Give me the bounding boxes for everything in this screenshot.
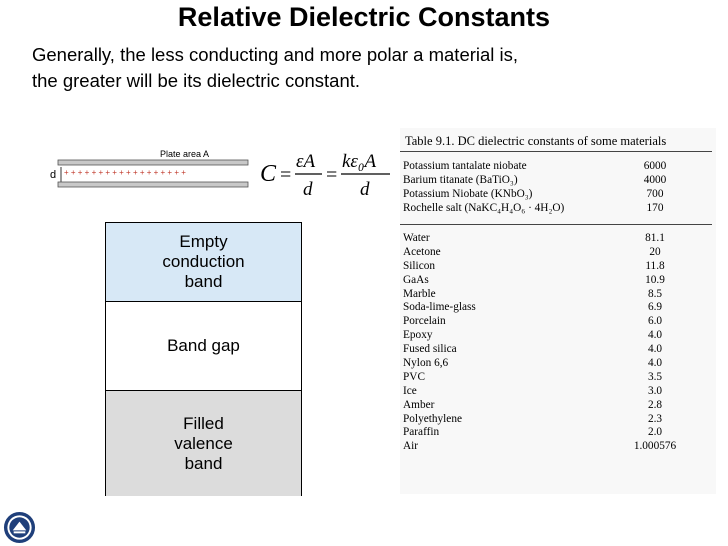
formula-num2: kε₀A	[342, 151, 377, 172]
material-name: Fused silica	[403, 343, 457, 356]
material-name: Silicon	[403, 259, 436, 272]
material-value: 4.0	[647, 357, 663, 370]
distance-label: d	[50, 169, 56, 181]
material-value: 3.0	[647, 384, 663, 397]
capacitance-formula: C = εA d = kε₀A d	[260, 151, 390, 200]
conduction-band-line-1: Empty	[179, 232, 228, 251]
material-value: 4.0	[647, 329, 663, 342]
bottom-plate	[57, 181, 249, 188]
material-value: 2.8	[647, 398, 663, 411]
table-row: Potassium Niobate (KNbO₃) 700	[400, 188, 716, 202]
material-name: Rochelle salt (NaKC₄H₄O₆ · 4H₂O)	[403, 201, 565, 214]
material-value: 6000	[643, 160, 667, 172]
formula-num1: εA	[296, 151, 315, 172]
material-value: 2.3	[647, 412, 663, 425]
conduction-band-line-2: conduction	[162, 252, 245, 271]
table-caption: Table 9.1. DC dielectric constants of so…	[405, 134, 667, 148]
material-name: Epoxy	[403, 329, 433, 342]
table-group-2: Water 81.1 Acetone 20 Silicon 11.8 GaAs 10.9…	[400, 232, 716, 454]
material-value: 20	[649, 245, 661, 258]
table-row: Soda-lime-glass 6.9	[400, 301, 716, 315]
table-row: Fused silica 4.0	[400, 343, 716, 357]
material-value: 10.9	[645, 273, 665, 286]
table-row: Polyethylene 2.3	[400, 413, 716, 427]
material-name: Water	[403, 232, 430, 244]
material-value: 700	[646, 187, 664, 200]
table-row: Silicon 11.8	[400, 260, 716, 274]
material-value: 4000	[643, 173, 667, 186]
conduction-band: Empty conduction band	[106, 223, 301, 302]
material-value: 11.8	[645, 259, 665, 272]
table-row: Potassium tantalate niobate 6000	[400, 160, 716, 174]
table-row: Ice 3.0	[400, 385, 716, 399]
material-name: Ice	[403, 384, 417, 397]
band-gap-label: Band gap	[167, 336, 240, 355]
conduction-band-line-3: band	[184, 272, 223, 291]
table-row: GaAs 10.9	[400, 274, 716, 288]
material-value: 8.5	[647, 287, 663, 300]
material-name: Acetone	[403, 245, 441, 258]
table-row: Paraffin 2.0	[400, 426, 716, 440]
subtitle-line-2: the greater will be its dielectric const…	[32, 70, 361, 91]
table-rule-mid	[400, 224, 712, 225]
charge-row: + + + + + + + + + + + + + + + + + +	[64, 168, 186, 177]
formula-den1: d	[303, 179, 313, 200]
slide-title: Relative Dielectric Constants	[177, 2, 551, 32]
material-name: Potassium Niobate (KNbO₃)	[403, 187, 533, 200]
table-row: Air 1.000576	[400, 440, 716, 454]
material-name: Barium titanate (BaTiO₃)	[403, 173, 518, 186]
valence-band-line-1: Filled	[183, 413, 224, 433]
material-name: Soda-lime-glass	[403, 301, 476, 314]
table-row: Barium titanate (BaTiO₃) 4000	[400, 174, 716, 188]
valence-band: Filled valence band	[106, 391, 301, 496]
valence-band-line-2: valence	[174, 433, 233, 453]
band-gap: Band gap	[106, 302, 301, 391]
material-name: Polyethylene	[403, 412, 462, 425]
material-name: Potassium tantalate niobate	[403, 160, 527, 172]
material-name: Air	[403, 440, 419, 453]
table-rule-top	[400, 151, 712, 152]
material-name: Nylon 6,6	[403, 357, 449, 370]
formula-lhs: C	[260, 161, 277, 187]
dielectric-table	[400, 128, 716, 494]
slide-subtitle: Generally, the less conducting and more …	[32, 42, 712, 94]
table-row: Marble 8.5	[400, 288, 716, 302]
material-value: 170	[646, 201, 664, 214]
valence-band-line-3: band	[184, 453, 223, 473]
capacitor-diagram: Plate area A d + + + + + + + + + + + + +…	[50, 149, 249, 188]
formula-den2: d	[360, 179, 370, 200]
table-row: Porcelain 6.0	[400, 315, 716, 329]
equals-1: =	[280, 164, 291, 186]
table-row: Acetone 20	[400, 246, 716, 260]
table-group-1: Potassium tantalate niobate 6000 Barium t…	[400, 160, 716, 216]
material-value: 6.0	[647, 315, 663, 328]
table-row: Amber 2.8	[400, 399, 716, 413]
band-diagram: Empty conduction band Band gap Filled va…	[105, 222, 302, 496]
material-name: Paraffin	[403, 426, 440, 439]
table-row: Nylon 6,6 4.0	[400, 357, 716, 371]
material-name: Amber	[403, 398, 435, 411]
material-name: GaAs	[403, 273, 429, 286]
material-value: 4.0	[647, 343, 663, 356]
table-row: Rochelle salt (NaKC₄H₄O₆ · 4H₂O) 170	[400, 202, 716, 216]
material-name: PVC	[403, 370, 425, 383]
plate-area-label: Plate area A	[160, 149, 209, 159]
top-plate	[57, 159, 249, 166]
material-value: 1.000576	[633, 440, 677, 453]
table-row: Epoxy 4.0	[400, 329, 716, 343]
equals-2: =	[326, 164, 337, 186]
material-name: Porcelain	[403, 315, 446, 328]
university-seal-icon	[3, 511, 36, 544]
material-value: 81.1	[645, 232, 665, 244]
material-value: 6.9	[647, 301, 663, 314]
table-row: Water 81.1	[400, 232, 716, 246]
material-name: Marble	[403, 287, 436, 300]
material-value: 2.0	[647, 426, 663, 439]
subtitle-line-1: Generally, the less conducting and more …	[32, 44, 519, 65]
material-value: 3.5	[647, 370, 663, 383]
table-row: PVC 3.5	[400, 371, 716, 385]
